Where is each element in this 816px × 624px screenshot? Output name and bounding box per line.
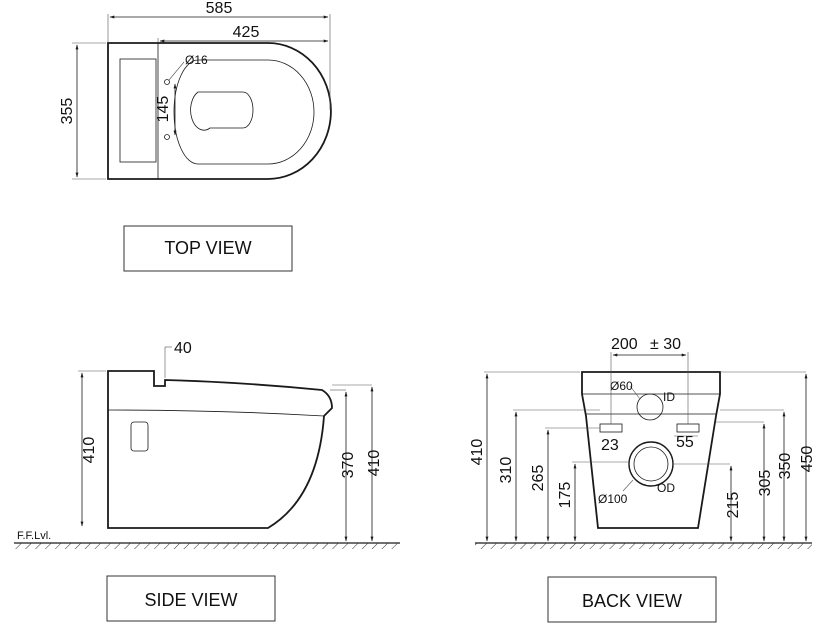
dim-slot-height: 55: [676, 434, 694, 451]
dim-width: 355: [59, 98, 76, 125]
dim-step: 40: [174, 340, 192, 357]
dim-height-right-side: 410: [366, 450, 383, 477]
floor-hatch-side: [14, 543, 400, 549]
fixing-slot-left: [599, 423, 623, 433]
back-view-body: [581, 371, 721, 529]
top-view-label: TOP VIEW: [164, 238, 251, 258]
floor-level-label: F.F.Lvl.: [17, 530, 51, 542]
dim-fixing-spacing: 200: [611, 336, 638, 353]
dim-hole-spacing: 145: [155, 96, 172, 123]
inlet-type: ID: [663, 390, 675, 404]
dim-front-rim-height: 370: [340, 452, 357, 479]
top-view-bowl-rim: [173, 59, 315, 165]
dim-bowl-length: 425: [233, 24, 260, 41]
dim-outlet-diameter: Ø100: [598, 492, 628, 506]
side-view: F.F.Lvl. 40 410 370 410: [14, 340, 400, 549]
dim-back-outlet-bottom: 175: [557, 482, 574, 509]
dim-hole-diameter: Ø16: [185, 53, 208, 67]
dim-overall-length: 585: [206, 0, 233, 17]
dim-fixing-tolerance: ± 30: [650, 336, 681, 353]
side-view-label: SIDE VIEW: [144, 590, 237, 610]
top-view-outline: [107, 42, 332, 180]
inlet-circle: [636, 393, 664, 421]
side-view-seat-line: [107, 409, 325, 417]
dim-inlet-diameter: Ø60: [610, 379, 633, 393]
floor-hatch-back: [475, 543, 812, 549]
dim-slot-width: 23: [601, 437, 619, 454]
fixing-hole-bottom: [164, 134, 170, 140]
side-view-label-box: [106, 575, 276, 622]
top-view-label-box: [123, 225, 293, 272]
top-view: 585 425 355 145 Ø16: [59, 0, 332, 180]
back-view-label-box: [547, 576, 717, 623]
dim-back-fixing-top: 310: [498, 457, 515, 484]
back-view-label: BACK VIEW: [582, 591, 682, 611]
top-view-bowl-opening: [190, 91, 254, 131]
fixing-slot-right: [676, 423, 700, 433]
dim-back-inlet-right: 350: [777, 453, 794, 480]
top-view-tank-recess: [119, 58, 157, 163]
dim-height-left-side: 410: [81, 437, 98, 464]
dim-back-fixing-right: 305: [757, 470, 774, 497]
fixing-hole-top: [164, 79, 170, 85]
dim-back-height-right: 450: [799, 446, 816, 473]
side-view-inlet-slot: [130, 421, 149, 452]
side-view-body: [107, 370, 333, 529]
dim-back-outlet-center: 265: [530, 465, 547, 492]
outlet-circle-outer: [628, 441, 674, 487]
back-view: Ø60 ID 23 55 Ø100 OD 200 ± 30 410 310 26…: [469, 336, 816, 549]
dim-back-outlet-right: 215: [725, 492, 742, 519]
outlet-type: OD: [657, 481, 675, 495]
dim-back-height-left: 410: [469, 439, 486, 466]
outlet-circle-inner: [633, 446, 669, 482]
